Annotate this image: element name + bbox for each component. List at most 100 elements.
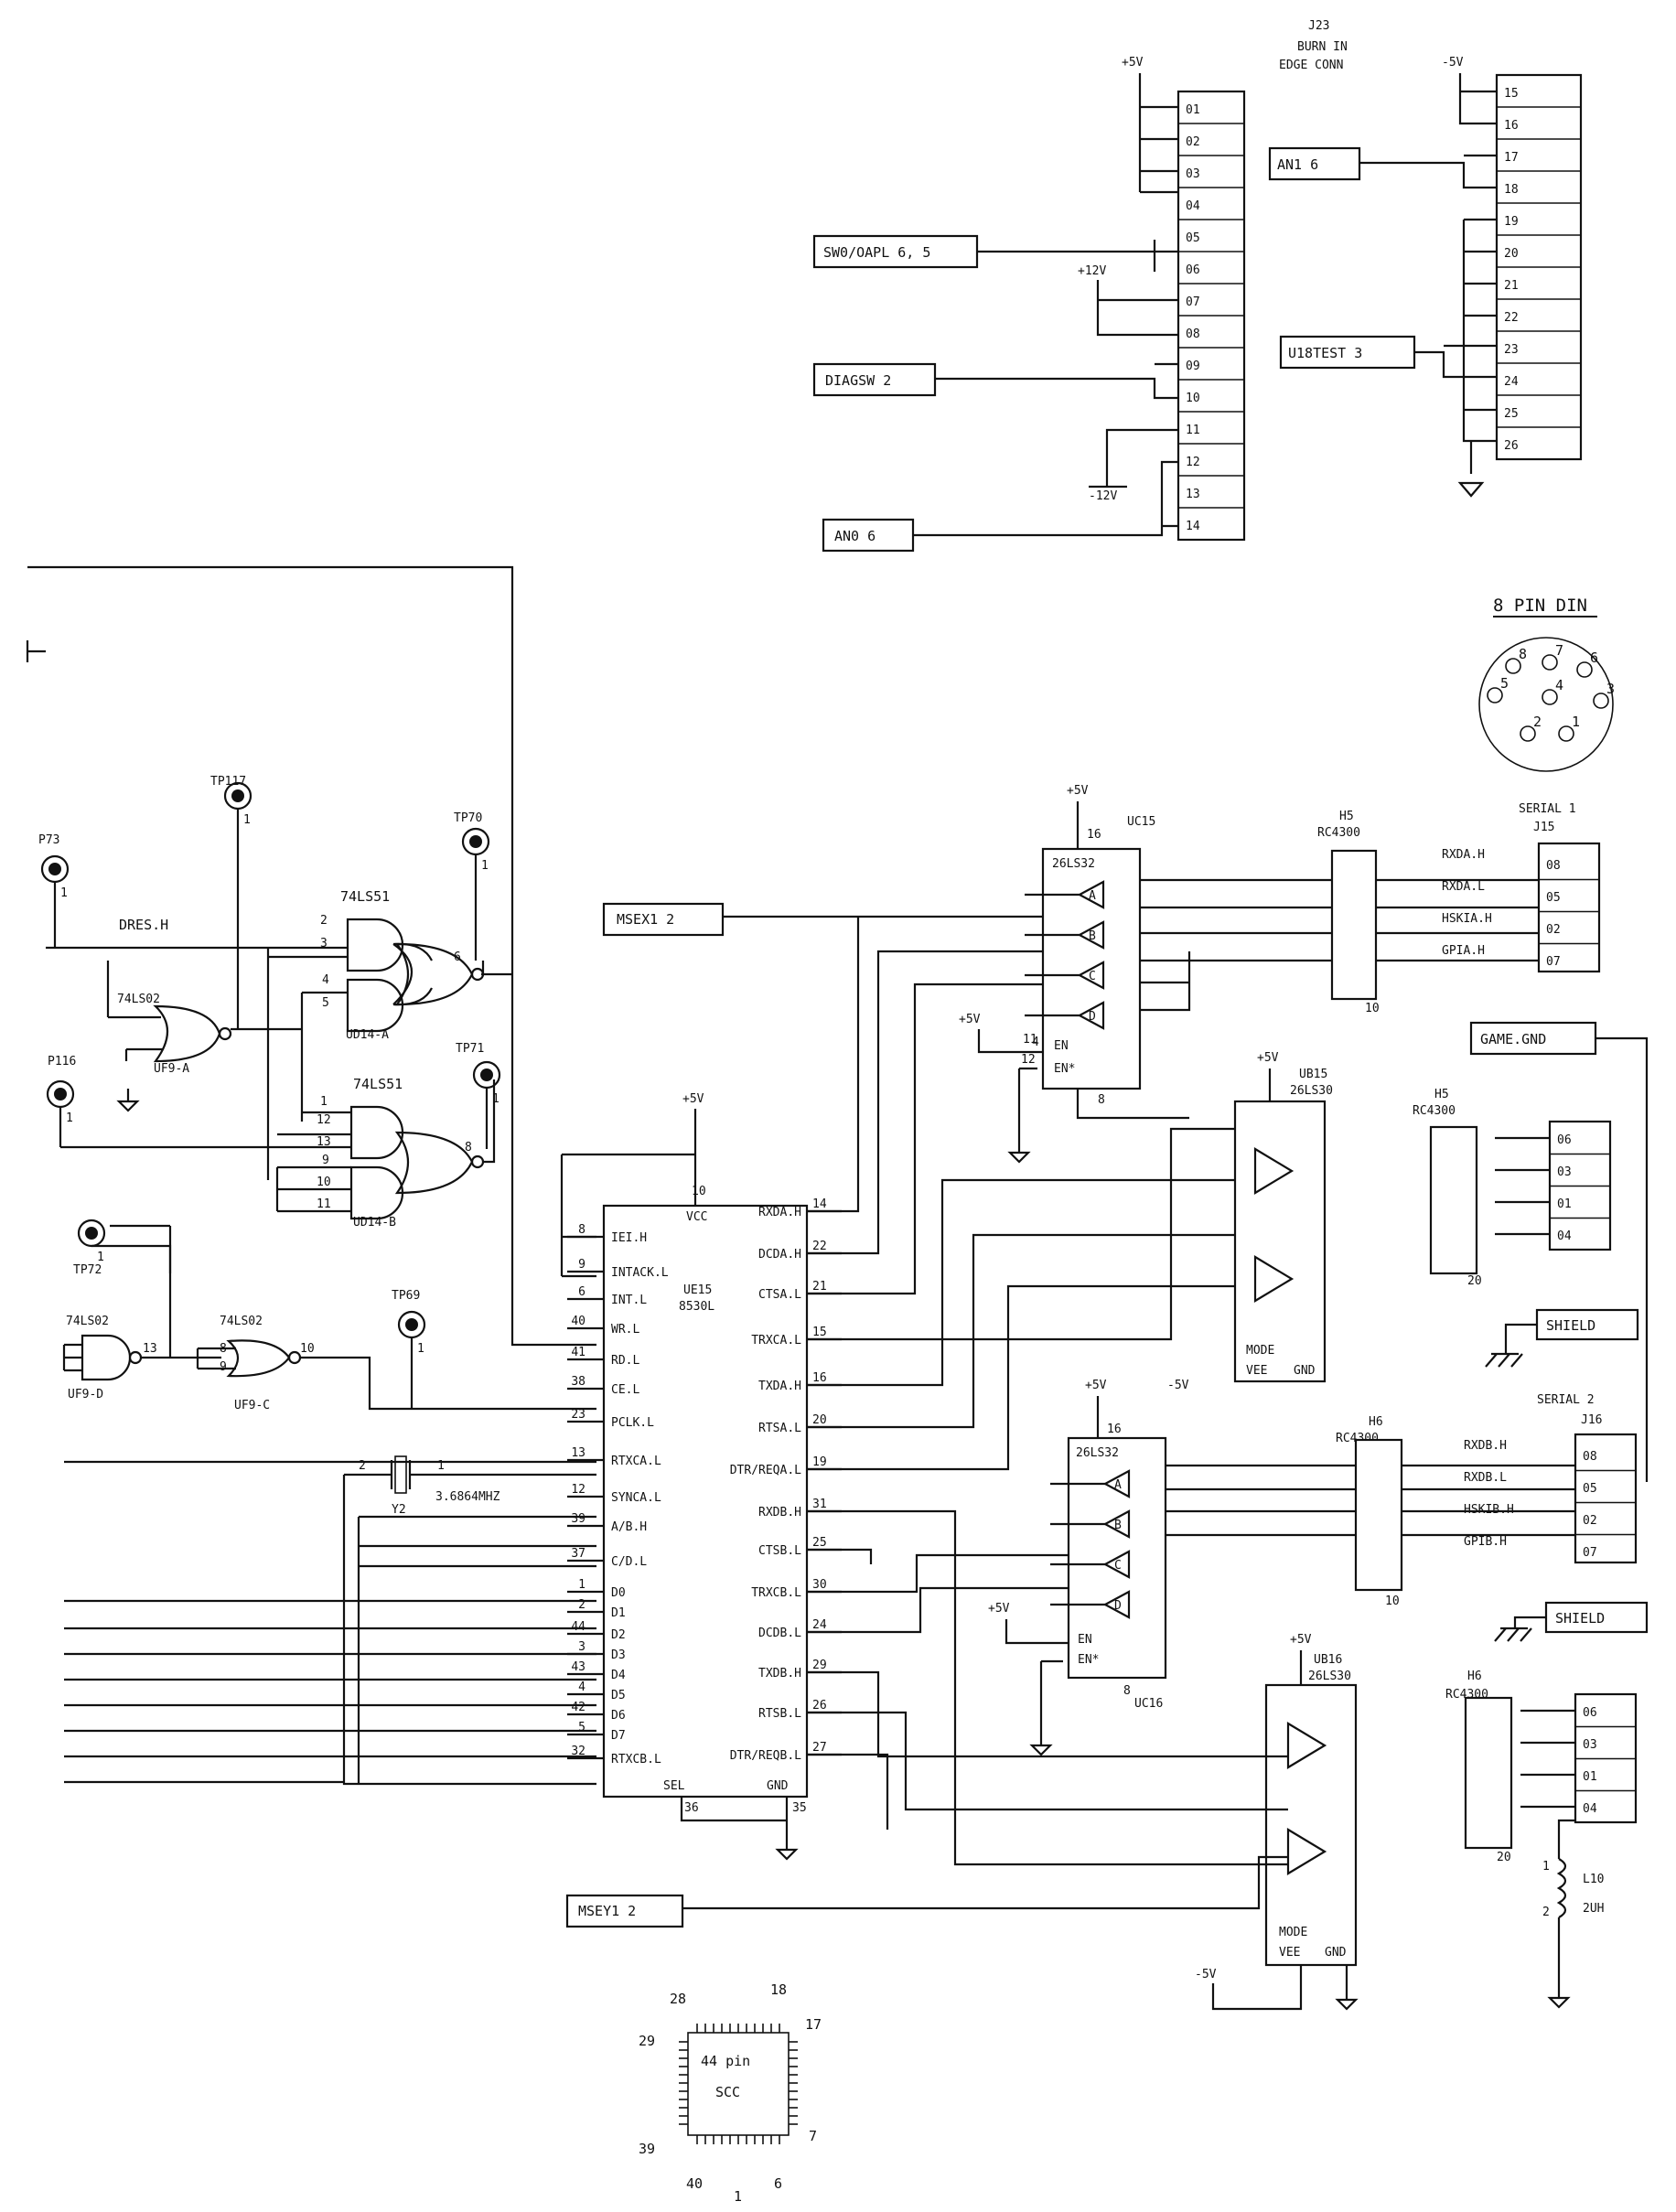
ue15-plus5v: +5V	[682, 1092, 704, 1106]
scc-left-pin-name: D7	[611, 1729, 626, 1743]
h6-filter-upper: H6 RC4300 10	[1336, 1415, 1403, 1608]
ue15-gnd: GND	[767, 1779, 789, 1793]
serial-signal-label: RXDB.L	[1464, 1471, 1507, 1485]
package-drawing: 44 pin SCC 28 18 29 17 39 7 40 1 6	[639, 1981, 822, 2205]
svg-text:12: 12	[1021, 1053, 1036, 1067]
receiver-gate	[1077, 920, 1105, 950]
receiver-gate	[1102, 1550, 1131, 1579]
svg-text:RC4300: RC4300	[1413, 1104, 1456, 1118]
din-title: 8 PIN DIN	[1493, 596, 1587, 616]
scc-left-pin-number: 23	[571, 1408, 586, 1422]
svg-text:26LS32: 26LS32	[1076, 1446, 1119, 1460]
svg-text:13: 13	[317, 1135, 331, 1149]
ue15-scc: 10 +5V VCC UE15 8530L 8IEI.H9INTACK.L6IN…	[560, 1092, 842, 1861]
j23-left-pin: 13	[1186, 488, 1200, 501]
test-point-label: TP70	[454, 811, 482, 825]
svg-text:4: 4	[1032, 1036, 1039, 1049]
serial-signal-label: RXDB.H	[1464, 1439, 1507, 1453]
j23-right-pin: 22	[1504, 311, 1519, 325]
scc-left-pin-number: 38	[571, 1375, 586, 1389]
package-pin-18: 18	[770, 1981, 787, 1998]
scc-left-pin-name: D1	[611, 1606, 626, 1620]
svg-text:6: 6	[454, 950, 461, 964]
receiver-gate	[1102, 1509, 1131, 1539]
din-pin-hole	[1487, 687, 1503, 703]
h5-ref: H5	[1339, 810, 1354, 823]
h5-type: RC4300	[1317, 826, 1360, 840]
serial-lower-pin: 03	[1557, 1165, 1572, 1179]
svg-text:16: 16	[1087, 828, 1101, 842]
serial1-ref: J15	[1533, 821, 1554, 834]
serial-pin-number: 05	[1583, 1482, 1597, 1496]
ue15-left-pins: 8IEI.H9INTACK.L6INT.L40WR.L41RD.L38CE.L2…	[567, 1223, 669, 1766]
package-pin-39: 39	[639, 2141, 655, 2157]
test-point-dot	[469, 835, 482, 848]
scc-left-pin-name: D4	[611, 1669, 626, 1682]
offsheet-msey1: MSEY1 2	[565, 1855, 1288, 1928]
ue15-type: 8530L	[679, 1300, 714, 1314]
scc-right-pin-name: TXDA.H	[758, 1380, 801, 1393]
j23-right-pin: 18	[1504, 183, 1519, 197]
msex1-label: MSEX1 2	[617, 911, 674, 928]
din-pin-hole	[1593, 693, 1609, 709]
serial-signal-label: GPIA.H	[1442, 944, 1485, 958]
scc-right-pin-number: 25	[812, 1536, 827, 1550]
svg-text:+5V: +5V	[1290, 1633, 1312, 1647]
scc-left-pin-name: RTXCA.L	[611, 1455, 661, 1468]
scc-right-pin-name: CTSB.L	[758, 1544, 801, 1558]
uf9c-type: 74LS02	[220, 1315, 263, 1328]
receiver-gate-label: A	[1114, 1478, 1122, 1492]
offsheet-an1: AN1 6	[1268, 146, 1497, 189]
svg-text:H5: H5	[1434, 1088, 1449, 1101]
receiver-gate	[1102, 1590, 1131, 1619]
ub15-minus5v: -5V	[1167, 1379, 1189, 1392]
din-pin-hole	[1505, 658, 1521, 674]
ub15-driver: +5V UB15 26LS30 MODE VEE GND -5V	[1167, 1051, 1333, 1392]
j23-minus12v-label: -12V	[1089, 489, 1117, 503]
scc-left-pin-number: 13	[571, 1446, 586, 1460]
scc-left-pin-name: RTXCB.L	[611, 1753, 661, 1766]
din-pin-number: 3	[1606, 681, 1615, 697]
ub16-body	[1264, 1683, 1358, 1967]
ub15-body	[1233, 1100, 1327, 1383]
j23-left-pin: 03	[1186, 167, 1200, 181]
serial-pin-number: 08	[1583, 1450, 1597, 1464]
j23-left-pin: 09	[1186, 360, 1200, 373]
scc-left-pin-name: D3	[611, 1648, 626, 1662]
receiver-gate-label: C	[1114, 1559, 1122, 1573]
svg-text:10: 10	[1385, 1595, 1400, 1608]
ub16-driver: +5V UB16 26LS30 MODE VEE GND -5V	[1195, 1633, 1359, 2011]
h6-ref: H6	[1369, 1415, 1383, 1429]
game-gnd-label: GAME.GND	[1480, 1031, 1546, 1047]
svg-text:+5V: +5V	[959, 1013, 981, 1026]
j23-left-pin: 10	[1186, 392, 1200, 405]
serial-lower-pin: 06	[1557, 1133, 1572, 1147]
ub15-vee: VEE	[1246, 1364, 1267, 1378]
offsheet-u18test: U18TEST 3	[1279, 335, 1497, 379]
ue15-sel: SEL	[663, 1779, 685, 1793]
ud14a-nor	[392, 942, 433, 1006]
svg-text:4: 4	[322, 973, 329, 987]
svg-text:10: 10	[317, 1176, 331, 1189]
scc-right-pin-name: TXDB.H	[758, 1667, 801, 1680]
j23-right-pin: 15	[1504, 87, 1519, 101]
offsheet-an0: AN0 6	[822, 460, 1178, 553]
serial-pin-number: 08	[1546, 859, 1561, 873]
scc-right-pin-number: 31	[812, 1498, 827, 1511]
scc-left-pin-name: IEI.H	[611, 1231, 647, 1245]
scc-right-pin-number: 24	[812, 1618, 827, 1632]
receiver-gate	[1077, 880, 1105, 909]
uf9c-ref: UF9-C	[234, 1399, 270, 1412]
j23-right-pin: 16	[1504, 119, 1519, 133]
l10-value: 2UH	[1583, 1902, 1604, 1916]
serial1-connector: SERIAL 1 J15 RXDA.H08RXDA.L05HSKIA.H02GP…	[1442, 802, 1601, 973]
receiver-gate-label: D	[1089, 1010, 1096, 1024]
ue15-ref: UE15	[683, 1283, 712, 1297]
svg-text:16: 16	[1107, 1423, 1122, 1436]
din-pin-hole	[1542, 689, 1558, 705]
